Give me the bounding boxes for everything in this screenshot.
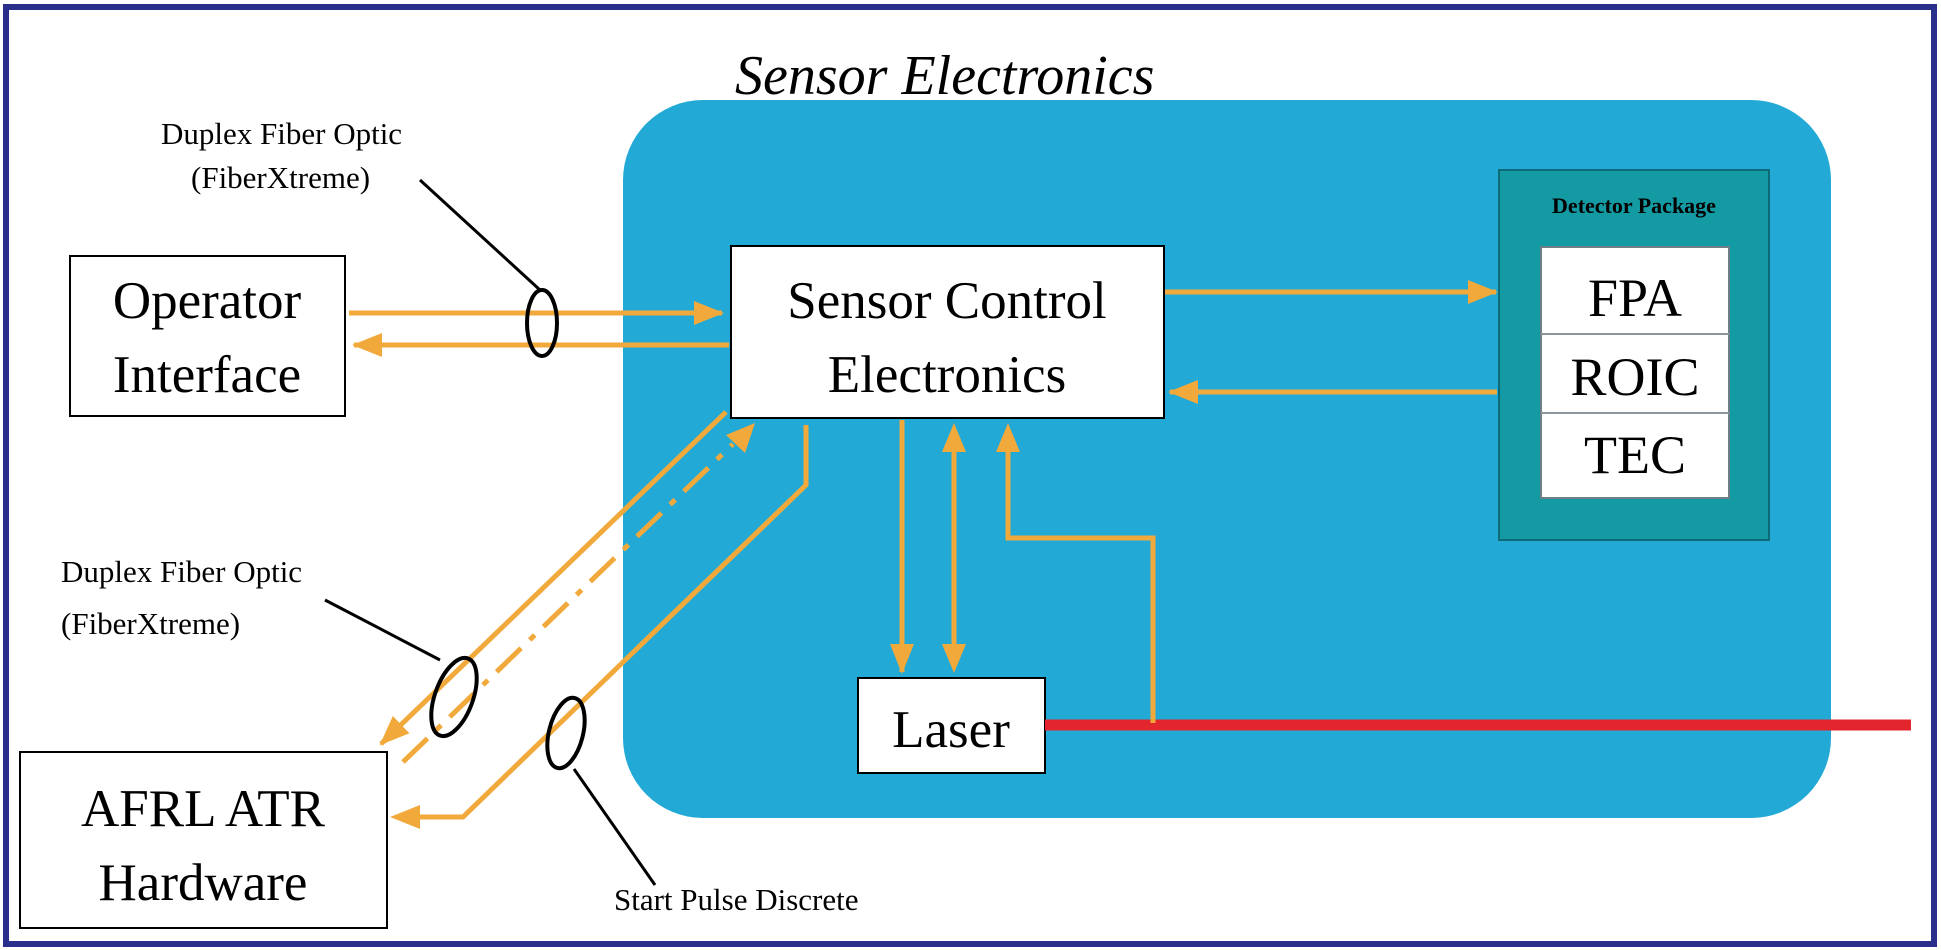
operator-interface-box [69, 255, 346, 417]
start-pulse-ellipse [545, 695, 587, 771]
afrl-atr-label-line2: Hardware [99, 854, 308, 912]
diagram-title: Sensor Electronics [735, 45, 1154, 107]
laser-box [857, 677, 1046, 774]
fiber-bundle-ellipse-bottom [429, 655, 479, 739]
start-pulse-label: Start Pulse Discrete [614, 882, 859, 917]
fiber-bottom-leader [324, 598, 441, 662]
start-pulse-arrowhead [390, 805, 420, 829]
fiber-top-label-line2: (FiberXtreme) [191, 160, 370, 195]
sensor-control-label-line2: Electronics [828, 346, 1066, 404]
layer-roic: ROIC [1570, 347, 1699, 407]
fiber-bottom-label-line2: (FiberXtreme) [61, 606, 240, 641]
layer-tec: TEC [1584, 425, 1686, 485]
laser-feedback-arrowhead [996, 423, 1020, 452]
afrl-atr-label-line1: AFRL ATR [81, 780, 326, 838]
fiber-top-leader [418, 178, 542, 292]
atr-to-sensor-dashed-link [401, 442, 735, 764]
fiber-bundle-ellipse-top [525, 288, 559, 358]
sensor-control-label-line1: Sensor Control [787, 272, 1106, 330]
laser-feedback-link [1005, 448, 1156, 723]
detector-layer-stack [1540, 246, 1730, 499]
operator-interface-label-line2: Interface [113, 346, 301, 404]
laser-sensor-arrowhead-up [942, 423, 966, 452]
layer-fpa: FPA [1588, 268, 1682, 328]
laser-label: Laser [892, 701, 1010, 759]
laser-sensor-arrowhead-down [942, 644, 966, 673]
detector-package-title: Detector Package [1552, 193, 1716, 218]
sensor-control-electronics-box [730, 245, 1165, 419]
start-pulse-link [415, 425, 809, 820]
operator-interface-label-line1: Operator [113, 272, 302, 330]
start-pulse-leader [572, 768, 657, 886]
atr-to-sensor-arrowhead [726, 423, 755, 453]
afrl-atr-hardware-box [19, 751, 388, 929]
fiber-bottom-label-line1: Duplex Fiber Optic [61, 554, 302, 589]
fiber-top-label-line1: Duplex Fiber Optic [161, 116, 402, 151]
